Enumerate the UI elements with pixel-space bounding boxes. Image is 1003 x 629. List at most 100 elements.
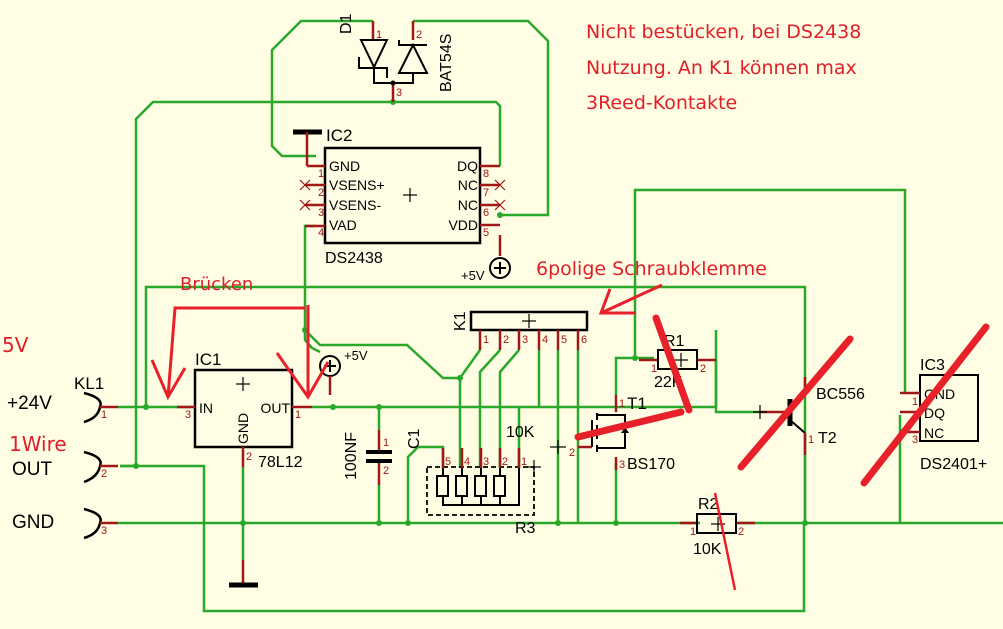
ic1-pin-in: IN	[199, 400, 213, 416]
ic2-pinnum-8: 8	[483, 168, 489, 180]
k1-connector[interactable]: 1 2 3 4 5 6 K1	[452, 310, 589, 350]
ground-symbol	[229, 560, 258, 588]
d1-diode[interactable]: 1 2 3 D1 BAT54S	[338, 13, 455, 102]
ic1-pinnum-2: 2	[246, 451, 252, 463]
d1-pin3: 3	[396, 87, 402, 99]
k1-pinnum-5: 5	[561, 334, 567, 346]
ic1-pinnum-1: 1	[295, 409, 301, 421]
c1-value: 100NF	[343, 432, 360, 480]
t2-value: BC556	[816, 386, 865, 403]
r2-pinnum-2: 2	[738, 526, 744, 538]
t1-value: BS170	[627, 456, 675, 473]
wire-k1-pin1	[304, 329, 462, 468]
wire-d1-vdd	[413, 19, 550, 217]
k1-pinnum-2: 2	[503, 334, 509, 346]
note-bruecken: Brücken	[180, 274, 253, 295]
ic2-pin-nc7: NC	[458, 177, 478, 193]
ic1-regulator[interactable]: IC1 IN OUT GND 3 1 2 78L12	[177, 350, 312, 471]
ic1-pin-gnd: GND	[235, 413, 251, 444]
ic2-ref: IC2	[326, 126, 352, 145]
r3-pinnum-1: 1	[521, 456, 527, 468]
ic1-pin-out: OUT	[260, 400, 290, 416]
kl1-label-gnd: GND	[12, 512, 54, 533]
k1-pinnum-6: 6	[581, 334, 587, 346]
wire-r1-t2	[714, 359, 760, 414]
k1-pinnum-4: 4	[542, 334, 548, 346]
supply-5v-label: +5V	[461, 268, 485, 283]
ic3-ref: IC3	[920, 357, 945, 374]
ic1-value: 78L12	[258, 454, 303, 471]
strike-r1	[652, 314, 693, 414]
ic2-pinnum-3: 3	[318, 207, 324, 219]
r3-pinnum-4: 4	[464, 456, 470, 468]
kl1-terminal[interactable]: 1 2 3 KL1 +24V OUT GND	[7, 374, 118, 540]
d1-value: BAT54S	[438, 34, 455, 92]
t2-ref: T2	[818, 430, 837, 447]
ic3-pinnum-1: 1	[912, 396, 918, 408]
r3-pinnum-2: 2	[502, 456, 508, 468]
t1-pinnum-1: 1	[619, 398, 625, 410]
c1-pinnum-1: 1	[383, 437, 389, 449]
r3-value: 10K	[506, 424, 535, 441]
ic2-pinnum-4: 4	[318, 227, 324, 239]
wire-top-right-loop	[633, 188, 907, 392]
k1-pinnum-3: 3	[522, 334, 528, 346]
wire-1wire-bus	[120, 100, 393, 468]
wire-k1-3	[498, 349, 520, 468]
r3-ref: R3	[515, 520, 536, 537]
ic2-pin-vad: VAD	[329, 217, 357, 233]
ic2-pinnum-7: 7	[483, 187, 489, 199]
ic3-pinnum-3: 3	[912, 434, 918, 446]
kl1-pinnum-3: 3	[101, 525, 107, 537]
t1-pinnum-3: 3	[619, 459, 625, 471]
ic1-ref: IC1	[195, 350, 221, 369]
note-line-1: Nicht bestücken, bei DS2438	[586, 21, 861, 43]
ic2-value: DS2438	[325, 250, 383, 267]
ic1-pinnum-3: 3	[185, 409, 191, 421]
bridge-arrow-line	[166, 306, 305, 398]
ic3-pin-nc: NC	[924, 425, 944, 441]
klemme-arrow-head	[598, 288, 636, 315]
r1-pinnum-1: 1	[651, 363, 657, 375]
supply-5v-ic1: +5V	[319, 348, 368, 395]
wire-k1-1-diag	[458, 349, 482, 379]
wire-k1-2	[478, 349, 501, 468]
ic2-ds2438[interactable]: IC2 GND VSENS+ VSENS- VAD DQ NC NC VDD 1…	[293, 126, 506, 267]
ic3-pin-dq: DQ	[924, 405, 945, 421]
r2-resistor[interactable]: 1 2 R2 10K	[680, 496, 755, 558]
r3-pinnum-3: 3	[483, 456, 489, 468]
ic2-pin-nc6: NC	[458, 197, 478, 213]
ic2-pin-vsensm: VSENS-	[329, 197, 381, 213]
note-5v: 5V	[2, 333, 29, 357]
d1-pin1: 1	[376, 29, 382, 41]
t1-mosfet[interactable]: T1 BS170 1 2 3	[550, 394, 675, 473]
ic2-pinnum-6: 6	[483, 207, 489, 219]
bridge-arrow-head-right	[275, 352, 330, 400]
ic3-value: DS2401+	[920, 456, 987, 473]
k1-pinnum-1: 1	[483, 334, 489, 346]
r2-value: 10K	[693, 541, 722, 558]
klemme-arrow-line	[600, 283, 663, 315]
note-line-2: Nutzung. An K1 können max	[586, 57, 857, 79]
t2-pinnum-1: 1	[808, 434, 814, 446]
ic2-pin-gnd: GND	[329, 158, 360, 174]
supply-5v-ic2: +5V	[461, 235, 511, 283]
ic2-pin-dq: DQ	[457, 158, 478, 174]
ic3-ds2401[interactable]: IC3 GND DQ NC 1 3 DS2401+	[900, 357, 987, 473]
wire-t1-drain	[614, 356, 654, 395]
c1-capacitor[interactable]: 1 2 100NF C1	[343, 428, 423, 485]
t1-ref: T1	[627, 394, 647, 413]
r3-pinnum-5: 5	[445, 456, 451, 468]
kl1-label-24v: +24V	[7, 393, 52, 414]
wire-bridge-top	[144, 285, 807, 523]
ic2-pinnum-1: 1	[318, 168, 324, 180]
r3-resistor-array[interactable]: 5 4 3 2 1 10K R3	[426, 424, 541, 537]
r1-pinnum-2: 2	[700, 363, 706, 375]
kl1-label-out: OUT	[12, 459, 53, 480]
wire-out-bottom	[120, 464, 806, 613]
r2-ref: R2	[698, 496, 719, 513]
note-line-3: 3Reed-Kontakte	[586, 92, 737, 114]
ic2-pinnum-2: 2	[318, 187, 324, 199]
ic2-pin-vdd: VDD	[448, 217, 478, 233]
